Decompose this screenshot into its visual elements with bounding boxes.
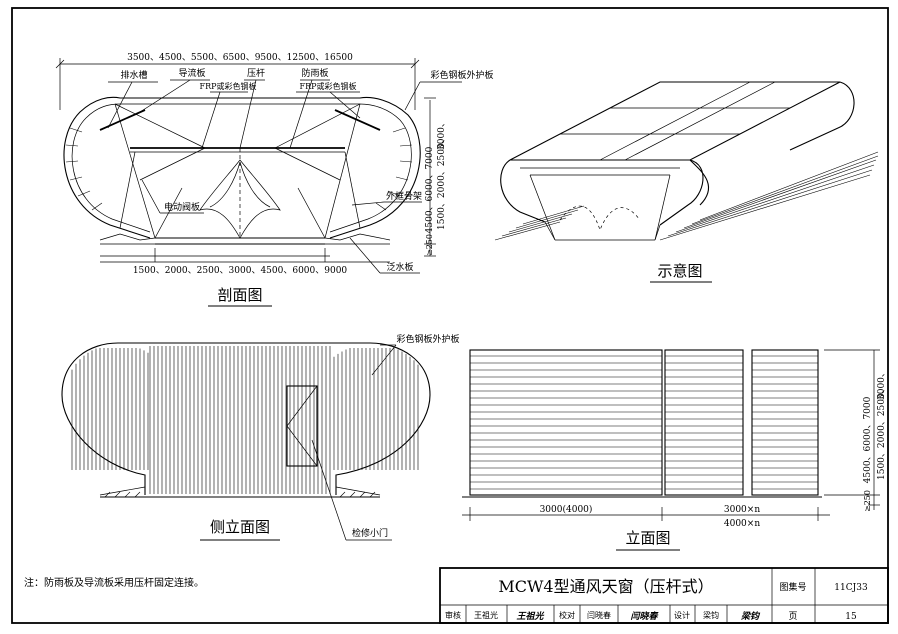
access-door-label: 检修小门 xyxy=(352,527,388,539)
checker-signature: 闫晓春 xyxy=(630,611,658,622)
label-outer-cover: 彩色钢板外护板 xyxy=(430,69,493,81)
perspective-caption: 示意图 xyxy=(657,262,702,280)
flashing-left xyxy=(99,233,156,241)
atlas-label: 图集号 xyxy=(779,581,806,593)
roof-sheets xyxy=(494,151,879,241)
label-outer-frame: 外框骨架 xyxy=(386,190,422,202)
front-panel-left xyxy=(469,349,663,496)
side-outer-cover-label: 彩色钢板外护板 xyxy=(396,333,459,345)
drawing-frame xyxy=(11,7,889,624)
review-label: 审核 xyxy=(445,610,461,620)
page-label: 页 xyxy=(788,611,797,622)
label-flashing: 泛水板 xyxy=(386,261,413,273)
atlas-number: 11CJ33 xyxy=(834,583,868,593)
front-dim-left: 3000(4000) xyxy=(540,504,593,515)
designer-signature: 梁钧 xyxy=(740,611,761,622)
section-right-dimension-small: ≥250 xyxy=(425,234,434,256)
shell-ribs xyxy=(65,127,413,211)
front-dim-right-top: 3000×n xyxy=(724,505,760,515)
drawing-note: 注：防雨板及导流板采用压杆固定连接。 xyxy=(24,576,204,589)
section-view: 3500、4500、5500、6500、9500、12500、16500 xyxy=(55,53,494,307)
front-right-dimension-small: ≥250 xyxy=(863,490,872,512)
page-number: 15 xyxy=(845,612,857,622)
front-elevation-caption: 立面图 xyxy=(625,529,670,547)
front-panel-mid xyxy=(664,349,744,496)
hood-outer-shell xyxy=(63,96,421,239)
front-elevation: 3000(4000) 3000×n 4000×n 3000、 1500、2000… xyxy=(462,349,887,551)
guide-plate-left xyxy=(99,109,146,131)
side-elevation: 彩色钢板外护板 检修小门 侧立面图 xyxy=(61,333,460,541)
flashing-right xyxy=(324,233,391,241)
front-right-dimension-mid: 4500、6000、7000 xyxy=(863,396,873,483)
section-bottom-dimension: 1500、2000、2500、3000、4500、6000、9000 xyxy=(133,266,348,276)
design-label: 设计 xyxy=(674,610,690,620)
side-elevation-caption: 侧立面图 xyxy=(210,518,270,536)
reviewer-signature: 王祖光 xyxy=(516,611,544,622)
section-right-dimension-top: 3000、 xyxy=(437,118,447,150)
label-rain-plate-material: FRP或彩色钢板 xyxy=(300,81,357,91)
front-dim-right-bottom: 4000×n xyxy=(724,519,760,529)
designer-name: 梁钧 xyxy=(703,610,719,620)
title-block: MCW4型通风天窗（压杆式） 图集号 11CJ33 审核 王祖光 王祖光 校对 … xyxy=(439,567,889,624)
section-top-dimension: 3500、4500、5500、6500、9500、12500、16500 xyxy=(127,53,353,63)
section-right-dimension-mid: 4500、6000、7000 xyxy=(425,146,435,233)
label-rain-plate: 防雨板 xyxy=(301,67,328,79)
front-panel-right xyxy=(751,349,819,496)
label-press-rod: 压杆 xyxy=(247,67,265,79)
reviewer-name: 王祖光 xyxy=(474,610,498,620)
front-louvers xyxy=(470,355,818,490)
electric-valve-plates xyxy=(199,159,281,239)
label-drain-groove: 排水槽 xyxy=(120,69,147,81)
section-caption: 剖面图 xyxy=(217,286,262,304)
check-label: 校对 xyxy=(559,610,575,620)
label-electric-valve: 电动阀板 xyxy=(164,201,200,213)
label-guide-plate-material: FRP或彩色钢板 xyxy=(200,81,257,91)
front-right-dimension-upper: 1500、2000、2500、 xyxy=(877,384,887,480)
drawing-title: MCW4型通风天窗（压杆式） xyxy=(498,577,713,596)
front-right-dimension-top: 3000、 xyxy=(877,368,887,400)
checker-name: 闫晓春 xyxy=(587,610,611,620)
section-right-dimension-upper: 1500、2000、2500、 xyxy=(437,134,447,230)
side-ribs xyxy=(71,346,419,494)
label-guide-plate: 导流板 xyxy=(178,67,205,79)
perspective-view: 示意图 xyxy=(494,81,879,283)
